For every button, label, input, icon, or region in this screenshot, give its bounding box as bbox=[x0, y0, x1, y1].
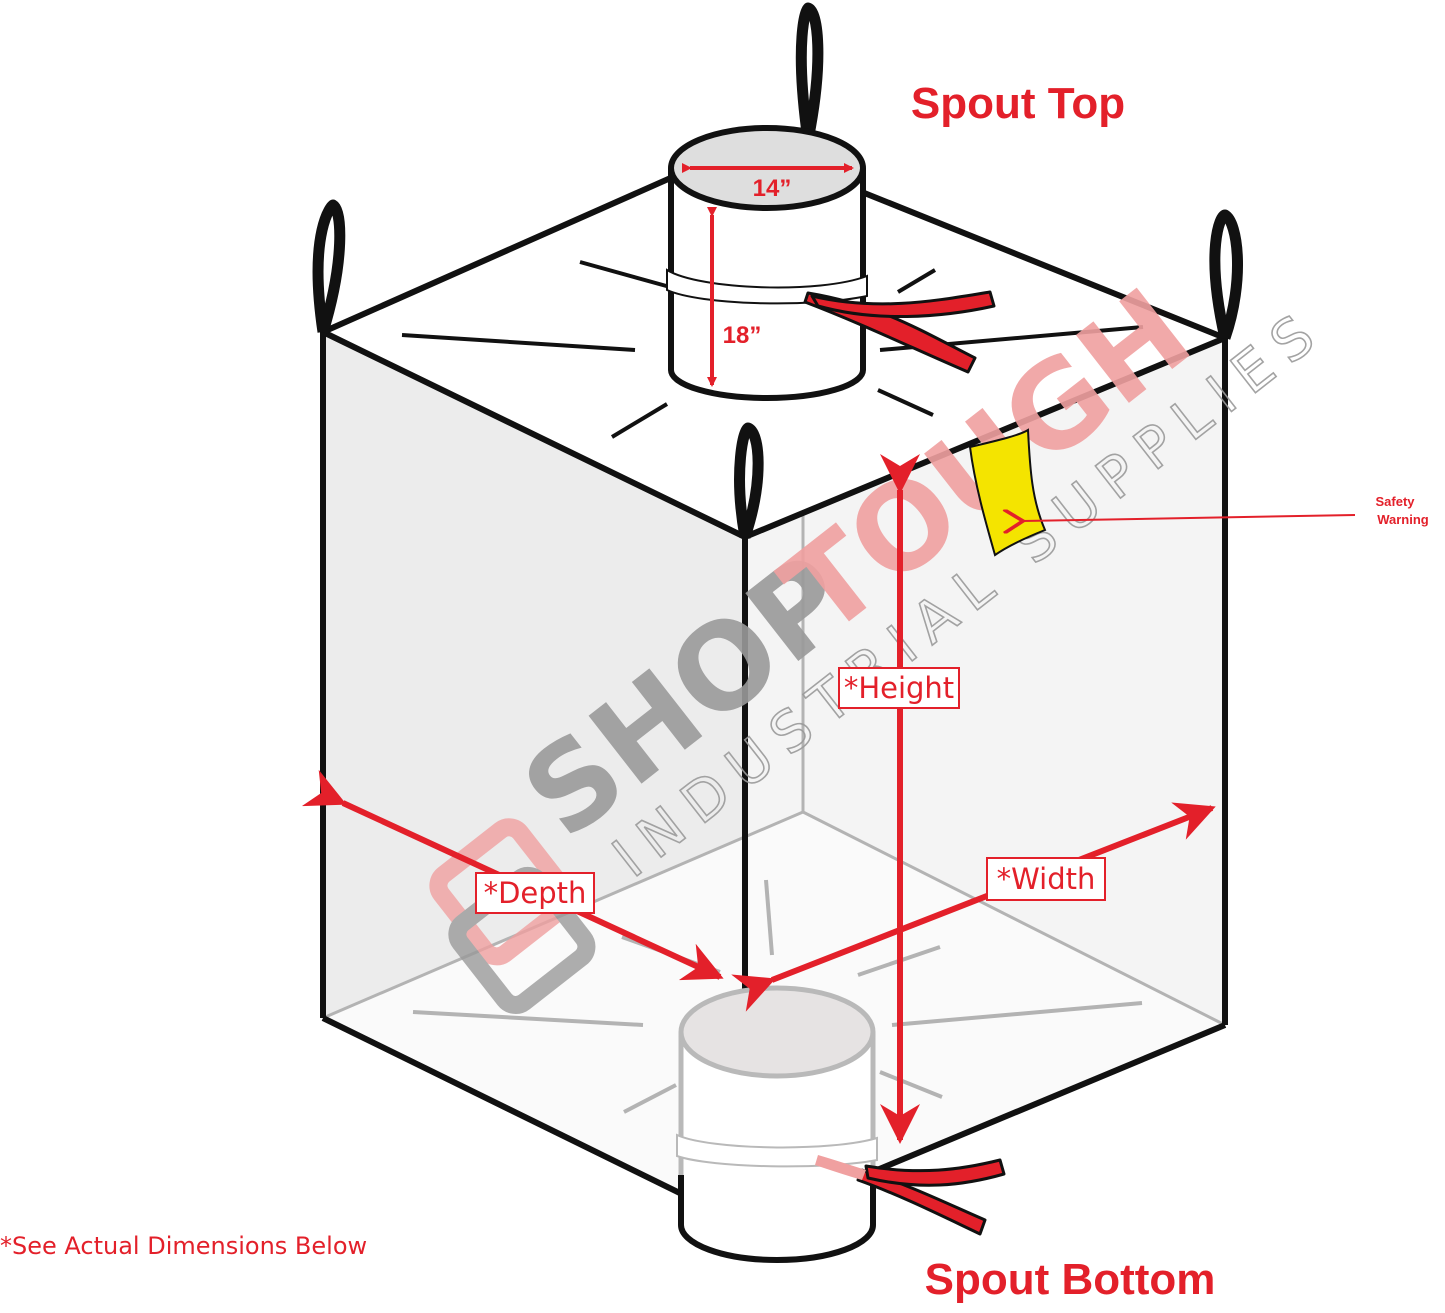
spout-height-label: 18” bbox=[723, 322, 762, 349]
spout-bottom-lower-outline bbox=[678, 1175, 876, 1263]
height-label-box bbox=[838, 667, 960, 709]
spout-top-tie-ribbons bbox=[803, 290, 996, 374]
spout-top-body bbox=[668, 168, 866, 401]
spout-top bbox=[666, 125, 996, 401]
width-label-box bbox=[986, 857, 1106, 901]
height-label: *Height bbox=[844, 671, 954, 705]
spout-top-title: Spout Top bbox=[911, 79, 1125, 128]
spout-bottom bbox=[676, 985, 1006, 1263]
safety-warning-label bbox=[968, 428, 1047, 557]
lift-loop-left bbox=[312, 199, 346, 334]
lift-loops bbox=[312, 2, 1243, 539]
spout-bottom-title: Spout Bottom bbox=[925, 1255, 1216, 1304]
lift-loop-front bbox=[734, 422, 764, 539]
safety-warning-callout-line1: Safety bbox=[1375, 494, 1415, 509]
dimensions-footnote: *See Actual Dimensions Below bbox=[0, 1232, 367, 1260]
lift-loop-right bbox=[1209, 209, 1243, 340]
safety-warning-callout-line2: Warning bbox=[1377, 512, 1429, 527]
spout-bottom-tie-ribbons bbox=[856, 1158, 1006, 1236]
depth-label: *Depth bbox=[484, 876, 587, 910]
spout-bottom-opening bbox=[678, 985, 876, 1079]
spout-bottom-tie-ribbons-faded bbox=[815, 1155, 866, 1180]
spout-diameter-label: 14” bbox=[753, 175, 792, 202]
safety-warning-pointer bbox=[1023, 515, 1356, 521]
lift-loop-top bbox=[795, 2, 824, 142]
width-label: *Width bbox=[997, 862, 1096, 896]
depth-label-box bbox=[475, 872, 595, 914]
